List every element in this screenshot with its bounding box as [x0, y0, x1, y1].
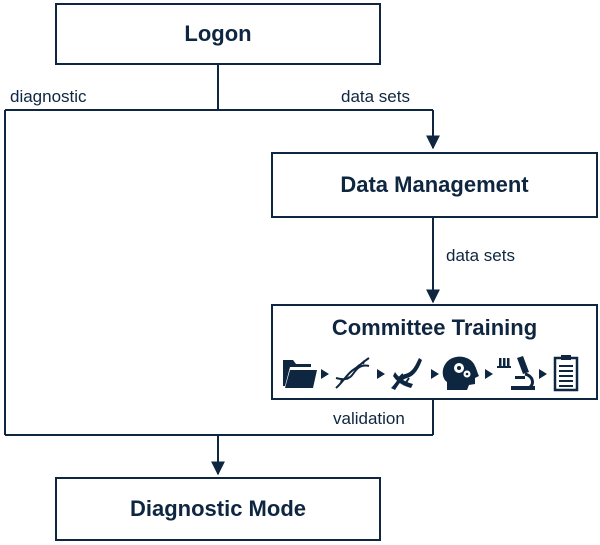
pipeline-arrow-icon [431, 369, 439, 379]
node-logon: Logon [55, 3, 381, 65]
node-logon-label: Logon [184, 21, 252, 46]
node-data-management-label: Data Management [340, 172, 529, 197]
edge-label-data-sets-2: data sets [446, 246, 515, 265]
folder-icon [283, 360, 317, 388]
node-data-management: Data Management [271, 152, 598, 218]
edge-label-diagnostic: diagnostic [10, 87, 87, 106]
pipeline-arrow-icon [321, 369, 329, 379]
microscope-icon [497, 356, 535, 390]
pipeline-arrow-icon [377, 369, 385, 379]
node-diagnostic-mode-label: Diagnostic Mode [129, 496, 306, 521]
dna-molecule-icon [391, 358, 422, 390]
pipeline-arrow-icon [485, 369, 493, 379]
brain-gears-icon [442, 356, 479, 390]
clipboard-icon [553, 355, 579, 392]
edge-label-data-sets-1: data sets [341, 87, 410, 106]
node-committee-training: Committee Training [271, 304, 598, 400]
pipeline-arrow-icon [539, 369, 547, 379]
edge-label-validation: validation [333, 409, 405, 428]
training-pipeline [283, 355, 579, 392]
dna-icon [335, 357, 370, 389]
node-committee-training-label: Committee Training [331, 315, 538, 340]
node-diagnostic-mode: Diagnostic Mode [55, 477, 381, 541]
